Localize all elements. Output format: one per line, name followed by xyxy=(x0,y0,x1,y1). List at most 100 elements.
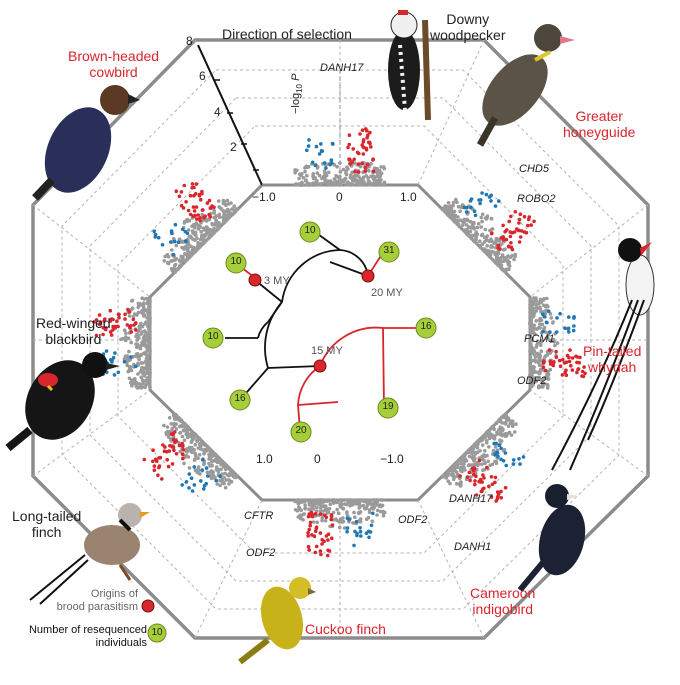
scatter-point xyxy=(470,446,474,451)
scatter-point xyxy=(320,542,324,546)
scatter-point xyxy=(450,464,455,469)
scatter-point xyxy=(361,140,366,144)
scatter-point xyxy=(499,439,504,443)
scatter-point xyxy=(214,218,218,223)
scatter-point xyxy=(162,259,167,263)
bird-illustrations xyxy=(5,10,655,665)
scatter-point xyxy=(485,465,489,470)
scatter-point xyxy=(462,462,466,466)
scatter-point xyxy=(491,250,495,254)
scatter-point xyxy=(487,435,492,439)
scatter-point xyxy=(489,475,494,479)
scatter-point xyxy=(539,343,543,348)
scatter-point xyxy=(319,505,323,510)
scatter-point xyxy=(174,243,179,248)
scatter-point xyxy=(482,433,487,438)
scatter-point xyxy=(493,445,498,449)
scatter-point xyxy=(304,183,309,187)
scatter-point xyxy=(197,194,202,198)
sample-count: 10 xyxy=(230,256,242,267)
scatter-point xyxy=(344,182,349,187)
scatter-point xyxy=(148,315,152,320)
scatter-point xyxy=(534,319,538,323)
scatter-point xyxy=(555,316,559,320)
scatter-point xyxy=(174,422,178,426)
scatter-point xyxy=(200,468,204,472)
scatter-point xyxy=(315,505,319,510)
scatter-point xyxy=(157,464,162,468)
scatter-point xyxy=(297,182,301,186)
scatter-point xyxy=(354,519,359,524)
scatter-point xyxy=(381,165,386,169)
scatter-point xyxy=(382,182,387,187)
scatter-point xyxy=(360,161,364,165)
scatter-point xyxy=(192,483,197,487)
scatter-point xyxy=(548,338,552,343)
legend-line: Origins of xyxy=(90,588,138,600)
scatter-point xyxy=(367,510,372,515)
legend-origin-marker xyxy=(141,599,155,613)
scatter-point xyxy=(196,213,200,217)
scatter-point xyxy=(498,260,502,264)
scatter-point xyxy=(453,463,458,467)
scatter-point xyxy=(353,173,357,178)
scatter-point xyxy=(327,507,332,511)
scatter-point xyxy=(137,325,142,330)
scatter-point xyxy=(469,205,473,210)
scatter-point xyxy=(224,218,229,223)
scatter-point xyxy=(371,169,376,174)
scatter-point xyxy=(217,225,222,229)
scatter-point xyxy=(170,258,175,263)
scatter-point xyxy=(314,544,319,549)
scatter-point xyxy=(227,478,231,482)
label-cameroon-indigobird: Cameroon indigobird xyxy=(470,585,535,617)
scatter-point xyxy=(224,478,229,482)
scatter-point xyxy=(153,457,158,462)
scatter-point xyxy=(350,170,355,175)
origin-marker xyxy=(248,273,262,287)
scatter-point xyxy=(129,355,133,359)
scatter-point xyxy=(211,470,215,474)
scatter-point xyxy=(508,234,513,239)
scatter-point xyxy=(165,253,170,257)
scatter-point xyxy=(551,337,556,342)
scatter-point xyxy=(318,509,323,513)
scatter-point xyxy=(207,452,211,457)
scatter-point xyxy=(470,455,475,460)
figure-title: Direction of selection xyxy=(222,26,352,42)
scatter-point xyxy=(303,503,307,507)
scatter-point xyxy=(578,355,582,360)
scatter-point xyxy=(580,369,585,374)
scatter-point xyxy=(541,365,546,370)
scatter-point xyxy=(189,476,194,481)
scatter-point xyxy=(307,183,311,187)
scatter-point xyxy=(212,229,216,234)
scatter-point xyxy=(350,160,354,164)
x-tick-bottom-zero: 0 xyxy=(314,452,321,466)
scatter-point xyxy=(554,349,558,354)
scatter-point xyxy=(145,368,150,372)
scatter-point xyxy=(194,182,199,186)
legend-sample-circle xyxy=(147,623,167,643)
scatter-point xyxy=(319,503,323,507)
scatter-point xyxy=(358,510,363,514)
scatter-point xyxy=(165,449,169,454)
scatter-point xyxy=(208,227,212,232)
scatter-point xyxy=(447,213,451,217)
scatter-point xyxy=(134,328,138,332)
label-line: Downy xyxy=(446,11,490,27)
scatter-point xyxy=(468,478,472,483)
scatter-point xyxy=(476,442,480,447)
scatter-point xyxy=(184,239,188,244)
gene-label: CFTR xyxy=(244,510,274,522)
gene-label: ROBO2 xyxy=(517,193,556,205)
scatter-point xyxy=(148,368,152,372)
scatter-point xyxy=(167,416,172,420)
scatter-point xyxy=(340,502,344,507)
scatter-point xyxy=(498,432,503,437)
scatter-point xyxy=(205,201,210,205)
scatter-point xyxy=(335,507,339,512)
scatter-point xyxy=(495,254,499,258)
scatter-point xyxy=(317,173,322,178)
scatter-point xyxy=(544,375,548,380)
